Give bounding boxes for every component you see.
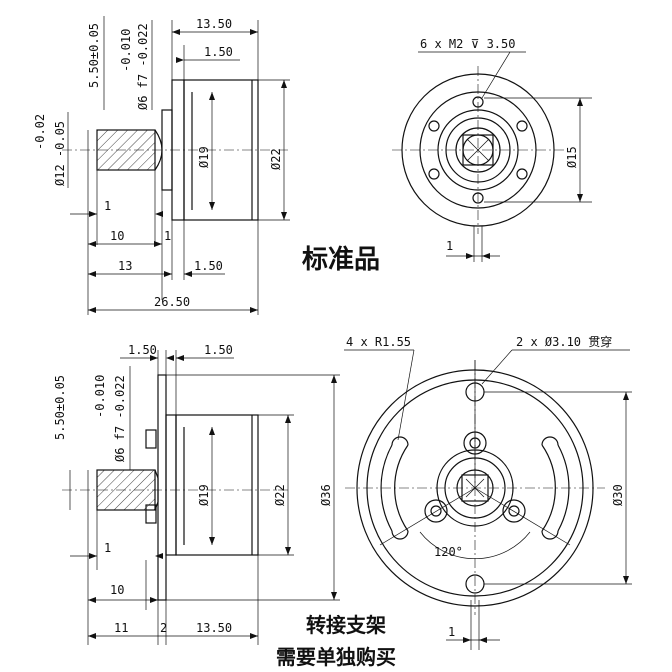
top-dim-1-50b: 1.50 xyxy=(194,259,223,273)
top-dim-6f7: Ø6 f7 -0.022 xyxy=(136,23,150,110)
top-dim-26-50: 26.50 xyxy=(154,295,190,309)
bottom-dim-1-50b: 1.50 xyxy=(204,343,233,357)
top-title: 标准品 xyxy=(302,245,380,275)
bottom-dim-1: 1 xyxy=(104,541,111,555)
top-dim-13: 13 xyxy=(118,259,132,273)
bottom-dim-1-50a: 1.50 xyxy=(128,343,157,357)
bottom-dim-tol-010: -0.010 xyxy=(93,375,107,418)
bottom-side-view: 1.50 1.50 5.50±0.05 -0.010 Ø6 f7 -0.022 … xyxy=(53,343,340,645)
bottom-front-view: 120° 4 x R1.55 2 x Ø3.10 贯穿 Ø30 1 xyxy=(344,334,632,650)
bottom-front-note-hole: 2 x Ø3.10 贯穿 xyxy=(516,334,612,349)
top-dim-13-50: 13.50 xyxy=(196,17,232,31)
top-dim-12: Ø12 -0.05 xyxy=(53,121,67,186)
bottom-dim-11: 11 xyxy=(114,621,128,635)
top-front-d15: Ø15 xyxy=(565,146,579,168)
bottom-dim-d19: Ø19 xyxy=(197,484,211,506)
top-side-view: 13.50 1.50 5.50±0.05 -0.010 Ø6 f7 -0.022… xyxy=(33,16,290,315)
bottom-front-w1: 1 xyxy=(448,625,455,639)
bottom-dim-13-50: 13.50 xyxy=(196,621,232,635)
bottom-front-angle: 120° xyxy=(434,545,463,559)
top-dim-tol-002: -0.02 xyxy=(33,114,47,150)
bottom-dim-10: 10 xyxy=(110,583,124,597)
top-dim-1a: 1 xyxy=(104,199,111,213)
top-dim-1b: 1 xyxy=(164,229,171,243)
top-dim-1-50a: 1.50 xyxy=(204,45,233,59)
top-front-w1: 1 xyxy=(446,239,453,253)
top-dim-tol-010: -0.010 xyxy=(119,29,133,72)
top-dim-5-50: 5.50±0.05 xyxy=(87,23,101,88)
bottom-dim-d22: Ø22 xyxy=(273,484,287,506)
bottom-dim-5-50: 5.50±0.05 xyxy=(53,375,67,440)
bottom-bracket xyxy=(157,374,167,601)
bottom-title-1: 转接支架 xyxy=(306,613,386,637)
bottom-dim-6f7: Ø6 f7 -0.022 xyxy=(113,375,127,462)
top-dim-10: 10 xyxy=(110,229,124,243)
bottom-front-note-r: 4 x R1.55 xyxy=(346,335,411,349)
bottom-title-2: 需要单独购买 xyxy=(276,645,396,669)
top-front-note: 6 x M2 ⊽ 3.50 xyxy=(420,37,515,51)
top-front-view: 6 x M2 ⊽ 3.50 Ø15 1 标准品 xyxy=(302,37,592,275)
bottom-dim-d36: Ø36 xyxy=(319,484,333,506)
bottom-body xyxy=(175,414,259,556)
top-dim-d22: Ø22 xyxy=(269,148,283,170)
bottom-dim-2: 2 xyxy=(160,621,167,635)
top-dim-d19: Ø19 xyxy=(197,146,211,168)
bottom-front-d30: Ø30 xyxy=(611,484,625,506)
